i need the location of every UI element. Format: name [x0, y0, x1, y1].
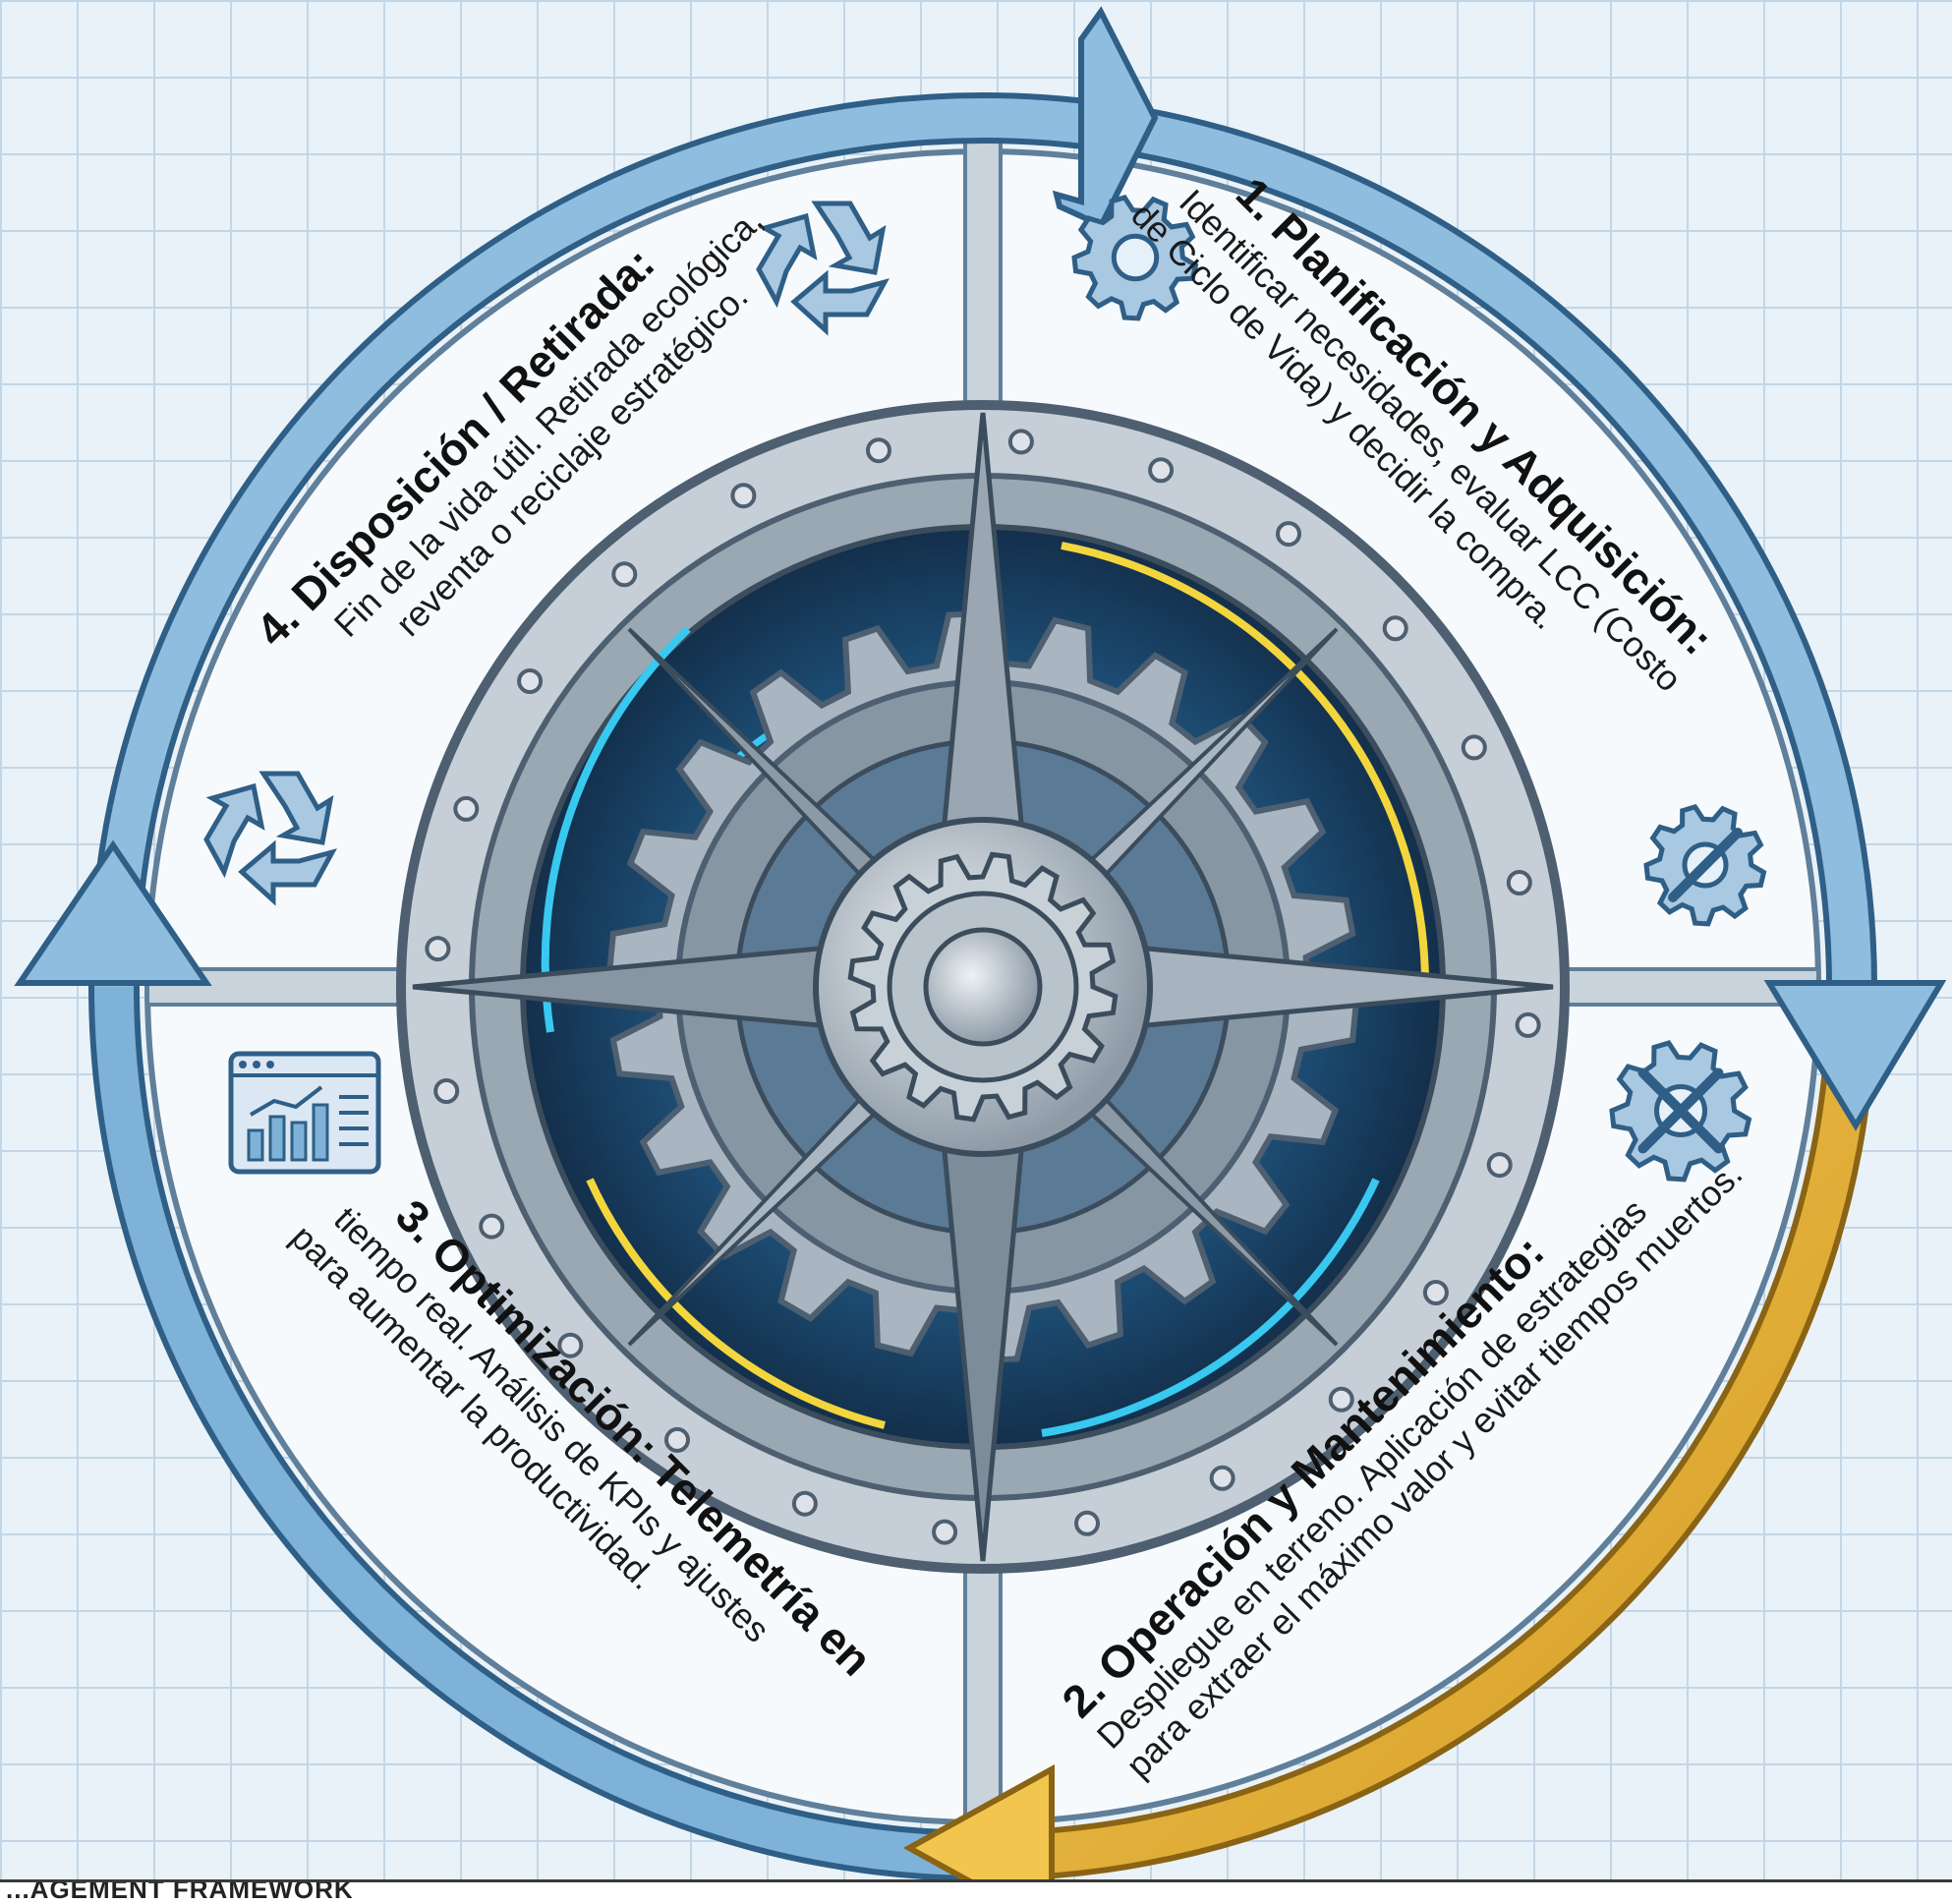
rivet [934, 1522, 955, 1543]
rivet [868, 439, 890, 461]
rivet [519, 670, 541, 692]
rivet [435, 1080, 457, 1102]
rivet [427, 938, 448, 959]
rivet [732, 485, 754, 506]
footer-label: ...AGEMENT FRAMEWORK [6, 1879, 354, 1904]
rivet [1385, 617, 1407, 639]
rivet [1150, 459, 1172, 481]
footer-bar: ...AGEMENT FRAMEWORK [0, 1879, 1952, 1904]
rivet [1489, 1154, 1511, 1176]
hub-cap [926, 930, 1040, 1044]
rivet [481, 1216, 502, 1238]
dashboard-chart-icon [231, 1054, 378, 1172]
rivet [613, 563, 635, 585]
rivet [1464, 736, 1485, 758]
rivet [1278, 523, 1299, 545]
rivet [1212, 1468, 1234, 1489]
divider-top [965, 118, 1001, 413]
rivet [1076, 1513, 1098, 1534]
rivet [455, 798, 477, 820]
rivet [1509, 872, 1530, 894]
rivet [794, 1493, 816, 1515]
rivet [1010, 431, 1032, 452]
rivet [1518, 1014, 1539, 1036]
